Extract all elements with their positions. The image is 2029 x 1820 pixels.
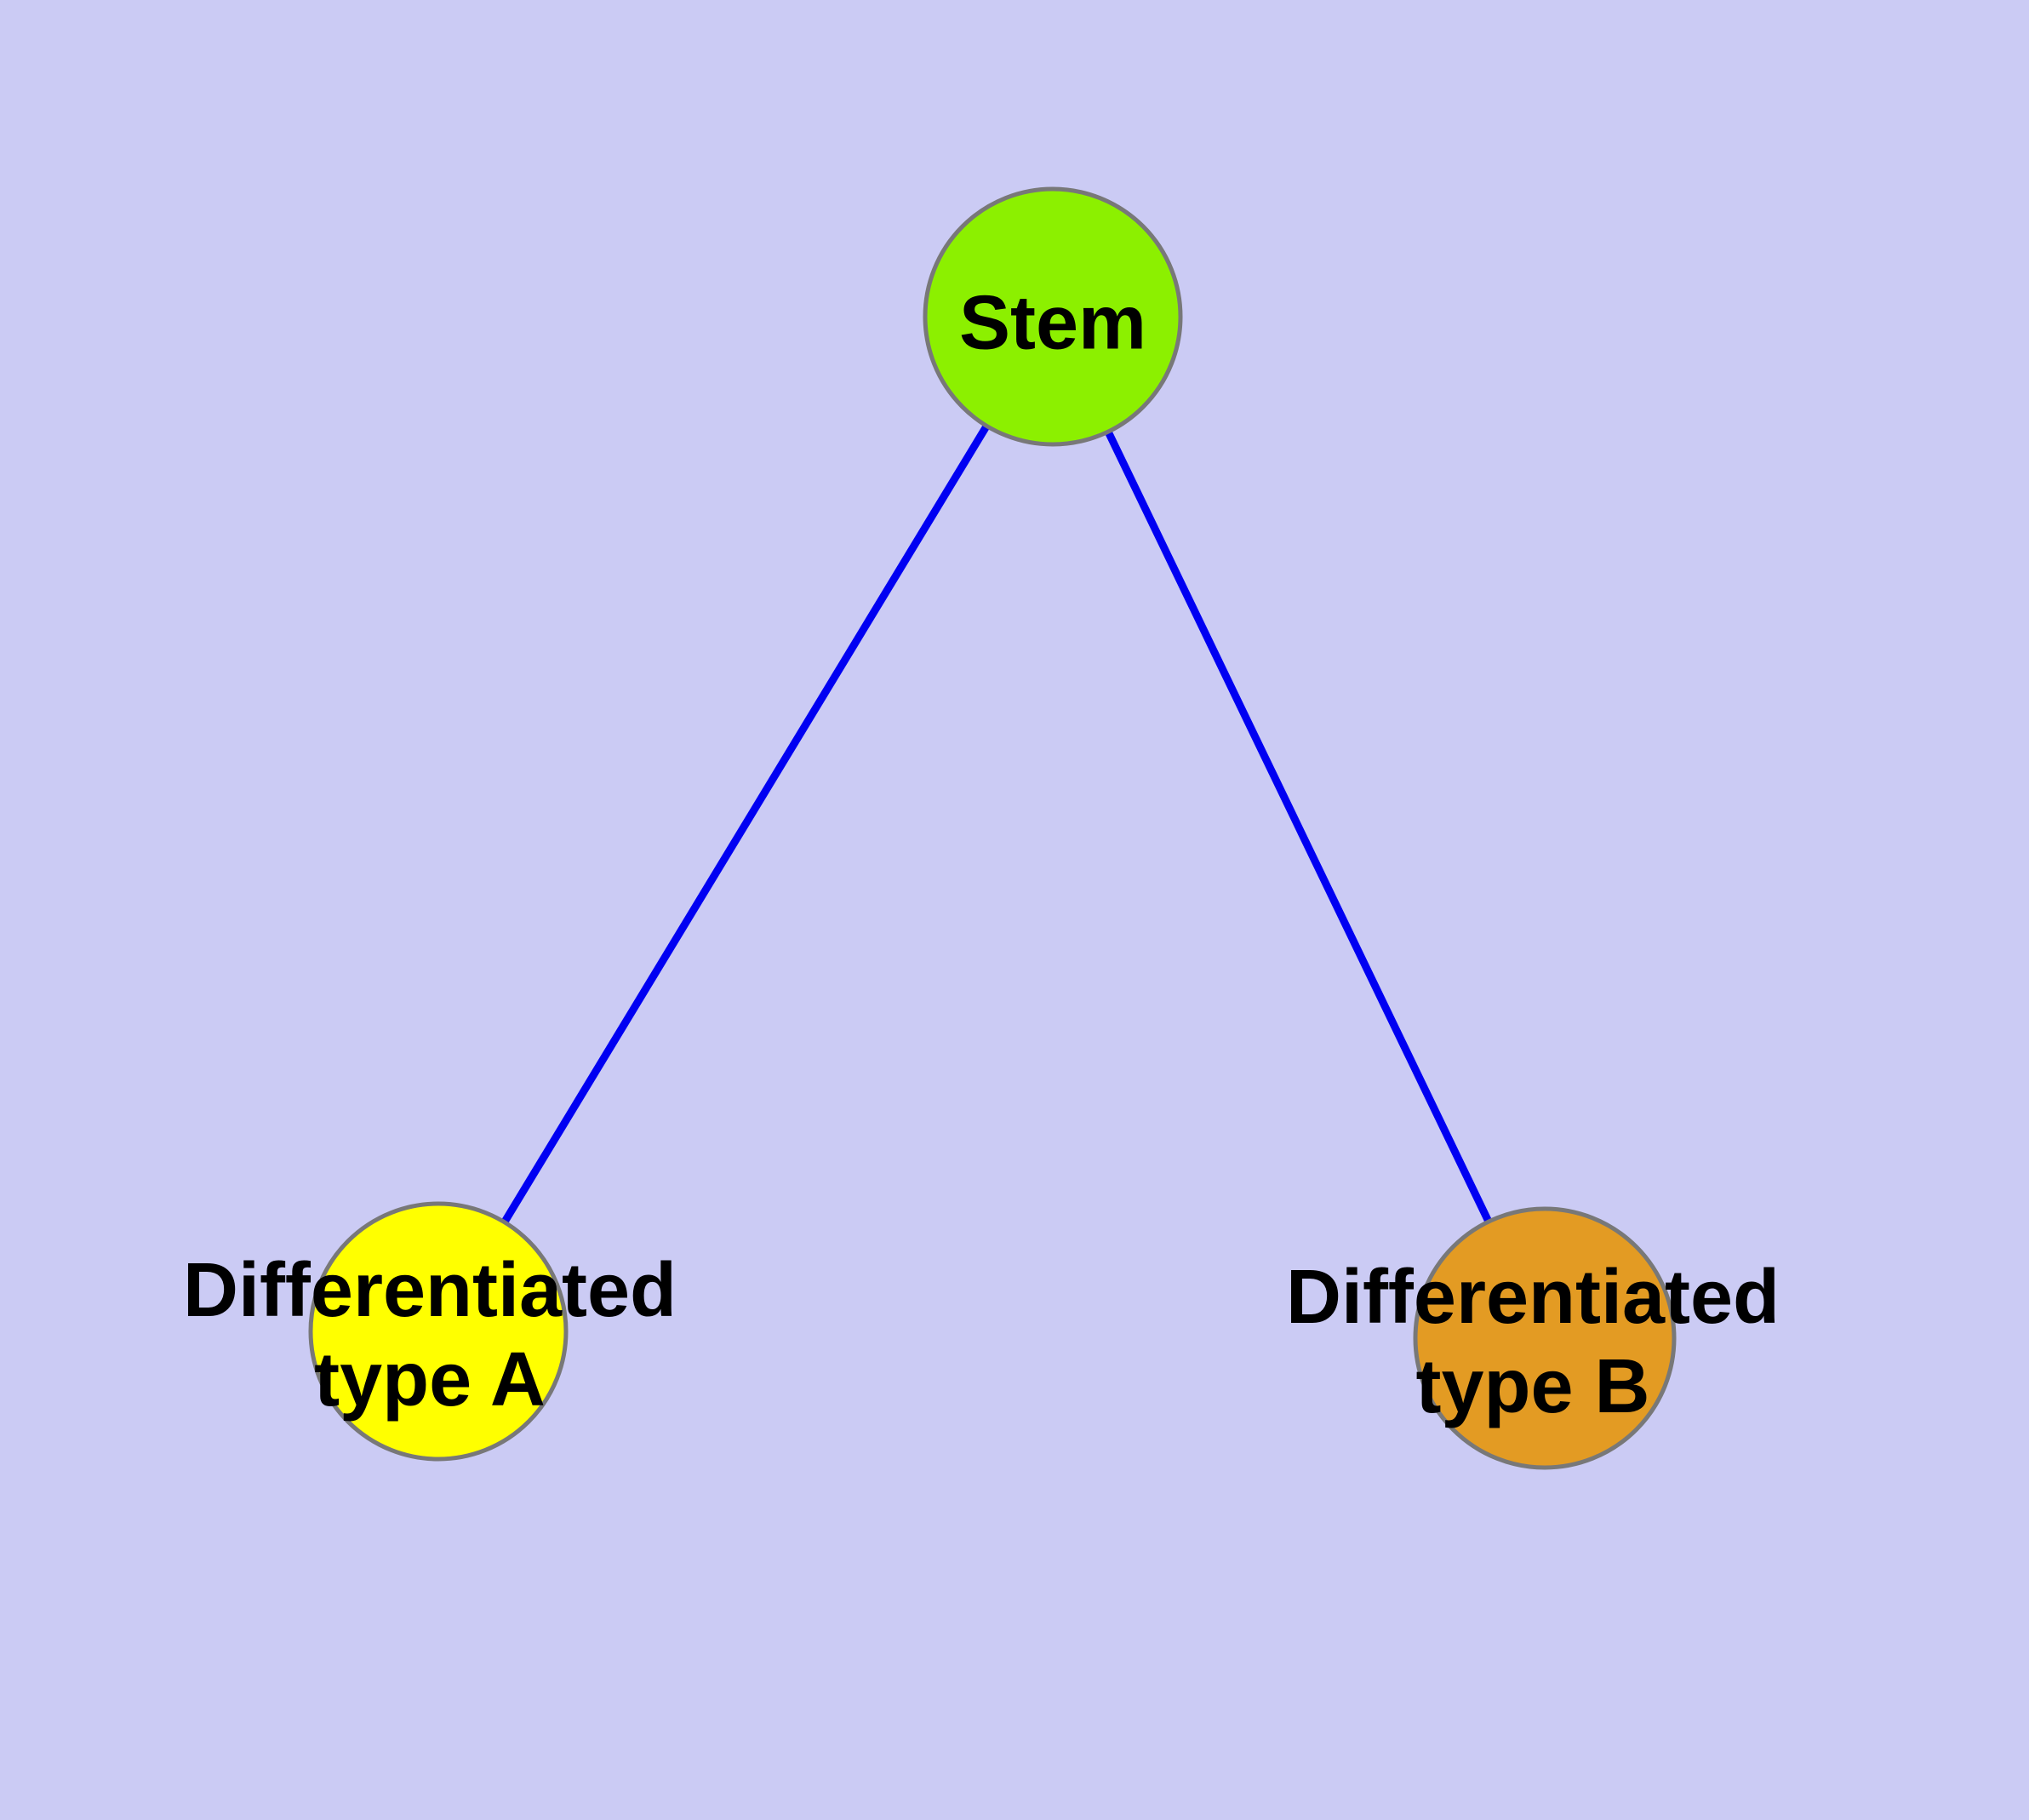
edge-stem-to-type-b — [1105, 430, 1493, 1224]
node-stem-circle — [923, 186, 1183, 447]
node-type-a-circle — [308, 1201, 569, 1462]
node-type-b-circle — [1413, 1206, 1677, 1470]
edge-stem-to-type-a — [500, 423, 991, 1225]
